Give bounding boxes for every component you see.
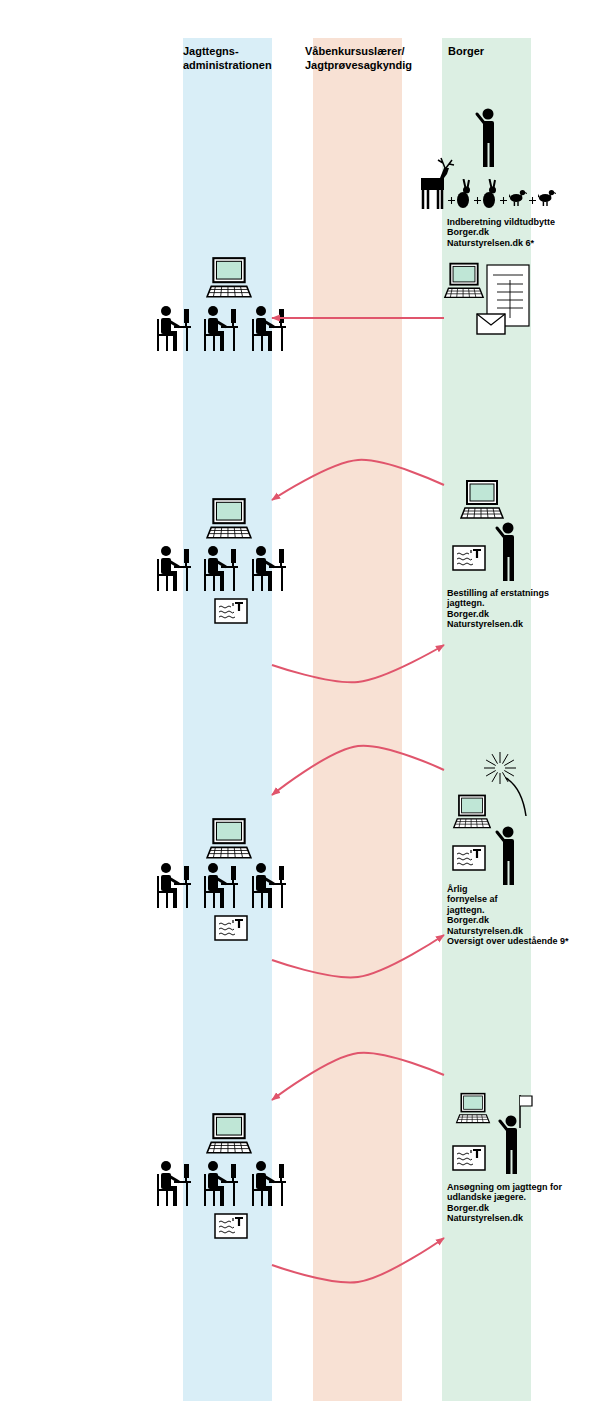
envelope-icon (477, 314, 505, 334)
step-text: Ansøgning om jagttegn for udlandske jæge… (447, 1182, 565, 1203)
office-group (158, 1114, 286, 1238)
text-group: Indberetning vildtudbytteBorger.dkNaturs… (447, 217, 587, 248)
worker-icon (253, 863, 286, 908)
computer-icon (207, 258, 251, 297)
citizen-illustration (421, 109, 556, 335)
process-step: Indberetning vildtudbytteBorger.dkNaturs… (444, 100, 550, 332)
computer-icon (461, 481, 503, 518)
citizen-illustration (453, 481, 514, 581)
person-icon (477, 109, 494, 168)
swimlane-band: Jagttegns- administrationen (183, 38, 272, 1401)
flow-arrow (272, 1053, 444, 1100)
text-group: Jagttegns- administrationen (183, 44, 279, 72)
step-text: Bestilling af erstatnings jagttegn. (447, 588, 555, 609)
process-step: Årlig fornyelse af jagttegn.Borger.dkNat… (444, 765, 550, 940)
form-document-icon (487, 265, 529, 326)
person-icon (500, 1116, 517, 1175)
worker-icon (205, 1161, 238, 1206)
step-text: Oversigt over udestående 9* (447, 936, 587, 946)
computer-icon (207, 1114, 251, 1153)
text-group: Borger (448, 44, 528, 58)
flow-arrow (272, 645, 444, 682)
flag-icon (520, 1095, 532, 1128)
license-card-icon (453, 846, 485, 870)
step-text: Indberetning vildtudbytte (447, 217, 587, 227)
lane-title: Våbenkursuslærer/ Jagtprøvesagkyndig (305, 44, 423, 72)
plus-sign (500, 197, 507, 204)
flow-arrow (272, 746, 444, 795)
worker-icon (158, 306, 191, 351)
worker-icon (158, 546, 191, 591)
license-card-icon (453, 1146, 485, 1170)
flow-arrow (272, 1238, 444, 1282)
citizen-illustration (453, 752, 526, 885)
person-icon (497, 523, 514, 582)
license-card-icon (215, 916, 247, 940)
step-text: Borger.dk (447, 609, 587, 619)
step-text: Naturstyrelsen.dk 6* (447, 238, 587, 248)
citizen-illustration (453, 1094, 532, 1174)
office-group (158, 819, 286, 940)
step-text: Naturstyrelsen.dk (447, 926, 587, 936)
step-text: Borger.dk (447, 1203, 587, 1213)
license-card-icon (215, 1214, 247, 1238)
flow-arrow (272, 935, 444, 977)
computer-icon (207, 819, 251, 858)
person-icon (497, 827, 514, 886)
text-group: Ansøgning om jagttegn for udlandske jæge… (447, 1182, 587, 1224)
computer-icon (207, 499, 251, 538)
step-text: Borger.dk (447, 227, 587, 237)
text-group: Årlig fornyelse af jagttegn.Borger.dkNat… (447, 884, 587, 946)
flow-arrow (272, 317, 444, 319)
fireworks-icon (484, 752, 526, 816)
computer-icon (454, 795, 491, 827)
swimlane-band: Våbenkursuslærer/ Jagtprøvesagkyndig (313, 38, 402, 1401)
worker-icon (253, 546, 286, 591)
lane-title: Jagttegns- administrationen (183, 44, 279, 72)
plus-sign (448, 197, 455, 204)
office-group (158, 499, 286, 623)
worker-icon (205, 546, 238, 591)
bird-icon (508, 190, 527, 206)
text-group: Bestilling af erstatnings jagttegn.Borge… (447, 588, 587, 630)
computer-icon (457, 1094, 490, 1123)
worker-icon (205, 863, 238, 908)
license-card-icon (215, 599, 247, 623)
worker-icon (253, 306, 286, 351)
bird-icon (537, 190, 556, 206)
flow-arrow (272, 460, 444, 500)
step-text: Naturstyrelsen.dk (447, 1213, 587, 1223)
step-text: Borger.dk (447, 915, 587, 925)
worker-icon (158, 863, 191, 908)
hare-icon (457, 179, 470, 208)
step-text: Årlig fornyelse af jagttegn. (447, 884, 509, 915)
swimlane-band: BorgerIndberetning vildtudbytteBorger.dk… (442, 38, 531, 1401)
plus-sign (529, 197, 536, 204)
hare-icon (483, 179, 496, 208)
process-step: Ansøgning om jagttegn for udlandske jæge… (444, 1070, 550, 1242)
worker-icon (205, 306, 238, 351)
lane-title: Borger (448, 44, 528, 58)
license-card-icon (453, 546, 485, 570)
step-text: Naturstyrelsen.dk (447, 619, 587, 629)
worker-icon (158, 1161, 191, 1206)
process-step: Bestilling af erstatnings jagttegn.Borge… (444, 478, 550, 650)
plus-sign (474, 197, 481, 204)
deer-icon (421, 158, 454, 209)
computer-icon (445, 264, 483, 298)
text-group: Våbenkursuslærer/ Jagtprøvesagkyndig (305, 44, 423, 72)
office-group (158, 258, 286, 351)
worker-icon (253, 1161, 286, 1206)
